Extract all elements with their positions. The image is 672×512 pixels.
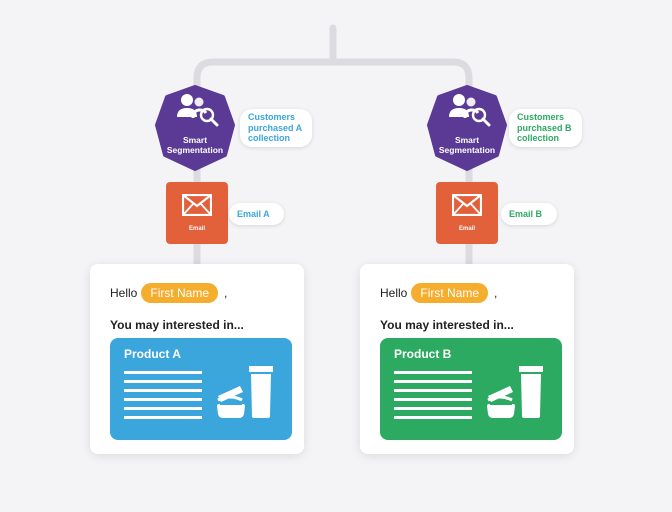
cosmetics-icon: [217, 366, 273, 418]
segment-title-line: Segmentation: [438, 145, 496, 155]
product-block-b[interactable]: Product B: [380, 338, 562, 440]
email-node-b[interactable]: Email: [436, 182, 498, 244]
smart-segmentation-node-b[interactable]: Smart Segmentation: [427, 85, 507, 171]
greeting-text: Hello: [380, 286, 408, 300]
greeting-comma: ,: [224, 286, 228, 300]
envelope-icon: [182, 194, 212, 216]
intro-text: You may interested in...: [380, 318, 514, 332]
condition-label-b: Customers purchased B collection: [509, 109, 582, 147]
condition-line: collection: [248, 133, 291, 144]
cosmetics-icon: [487, 366, 543, 418]
greeting-row: Hello First Name ,: [380, 282, 497, 304]
condition-label-a: Customers purchased A collection: [240, 109, 312, 147]
product-description-lines: [394, 371, 472, 425]
intro-text: You may interested in...: [110, 318, 244, 332]
condition-line: Customers: [517, 112, 565, 123]
first-name-tag: First Name: [411, 283, 489, 303]
email-node-label: Email: [458, 226, 475, 232]
users-search-icon: [449, 94, 491, 127]
greeting-text: Hello: [110, 286, 138, 300]
email-preview-card-a: Hello First Name , You may interested in…: [90, 264, 304, 454]
email-preview-card-b: Hello First Name , You may interested in…: [360, 264, 574, 454]
email-node-label: Email: [188, 226, 205, 232]
product-block-a[interactable]: Product A: [110, 338, 292, 440]
condition-line: Customers: [248, 112, 296, 123]
first-name-tag: First Name: [141, 283, 219, 303]
segment-title-line: Segmentation: [166, 145, 224, 155]
email-action-text: Email A: [237, 208, 270, 219]
product-description-lines: [124, 371, 202, 425]
email-action-label-a: Email A: [229, 203, 284, 225]
smart-segmentation-node-a[interactable]: Smart Segmentation: [155, 85, 235, 171]
condition-line: purchased B: [517, 122, 572, 133]
users-search-icon: [177, 94, 219, 127]
segment-title-a: Smart Segmentation: [155, 135, 235, 155]
email-action-label-b: Email B: [501, 203, 557, 225]
envelope-icon: [452, 194, 482, 216]
product-title: Product B: [394, 347, 452, 361]
segment-title-line: Smart: [454, 135, 480, 145]
greeting-row: Hello First Name ,: [110, 282, 227, 304]
product-title: Product A: [124, 347, 181, 361]
email-action-text: Email B: [509, 208, 543, 219]
greeting-comma: ,: [494, 286, 498, 300]
condition-line: collection: [517, 133, 560, 144]
email-node-a[interactable]: Email: [166, 182, 228, 244]
condition-line: purchased A: [248, 122, 303, 133]
segment-title-line: Smart: [182, 135, 208, 145]
segment-title-b: Smart Segmentation: [427, 135, 507, 155]
